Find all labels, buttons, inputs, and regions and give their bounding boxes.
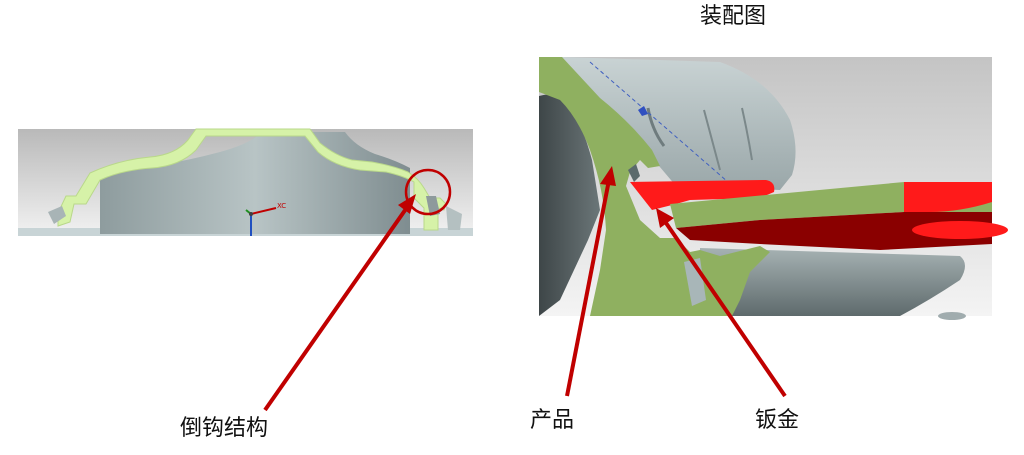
axis-label-xc: XC <box>277 202 286 210</box>
dome-groove-3 <box>741 107 753 161</box>
right-hook-detail <box>446 206 462 230</box>
sheet-metal-label: 钣金 <box>755 408 800 433</box>
center-marker-icon <box>638 106 648 116</box>
sheet-metal-arrow <box>662 218 787 398</box>
undercut-arrow-head <box>398 194 416 214</box>
sheet-metal-arrow-head <box>656 208 674 228</box>
snap-detail <box>628 164 640 182</box>
sheet-metal-upper <box>630 180 775 210</box>
lower-body-surface <box>700 248 965 316</box>
product-arrow-head <box>600 166 616 186</box>
sheet-metal-hole <box>912 221 1008 239</box>
diagram-title: 装配图 <box>700 4 767 29</box>
left-section-view: XC <box>18 128 473 412</box>
right-section-view <box>539 57 1008 398</box>
undercut-label: 倒钩结构 <box>180 416 269 441</box>
coordinate-triad-icon <box>245 207 277 236</box>
product-arrow <box>565 179 611 397</box>
left-hook-detail <box>48 206 66 224</box>
center-line <box>589 61 729 183</box>
right-dome-surface <box>562 57 796 190</box>
dome-groove-1 <box>646 107 666 147</box>
bottom-fastener <box>938 312 966 320</box>
dark-pocket-surface <box>539 94 600 316</box>
sheet-metal-end-red <box>904 182 992 212</box>
highlight-circle <box>404 168 452 216</box>
undercut-arrow <box>263 204 410 412</box>
dome-groove-2 <box>703 109 721 171</box>
right-product-section <box>539 57 770 316</box>
product-label: 产品 <box>530 408 575 433</box>
sheet-metal-underside <box>676 212 992 250</box>
